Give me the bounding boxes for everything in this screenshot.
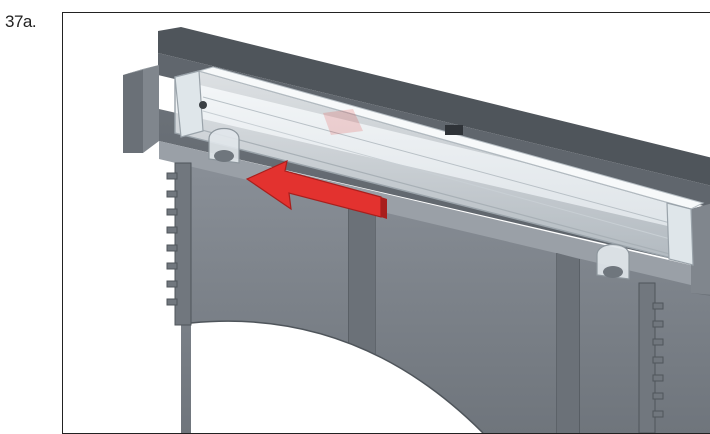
step-number: 37a. (5, 12, 37, 31)
clear-lamp-cover (174, 66, 705, 266)
assembly-illustration (123, 27, 710, 433)
right-clip (596, 243, 630, 280)
extrusion-cutout (191, 321, 483, 433)
housing-left-endcap (123, 65, 159, 153)
insert-direction-arrow (245, 159, 387, 219)
right-cooling-fins (638, 282, 664, 433)
housing-right-endcap (691, 203, 710, 296)
left-cooling-fins (166, 162, 192, 326)
left-clip (208, 127, 240, 164)
illustration-frame (62, 12, 710, 434)
